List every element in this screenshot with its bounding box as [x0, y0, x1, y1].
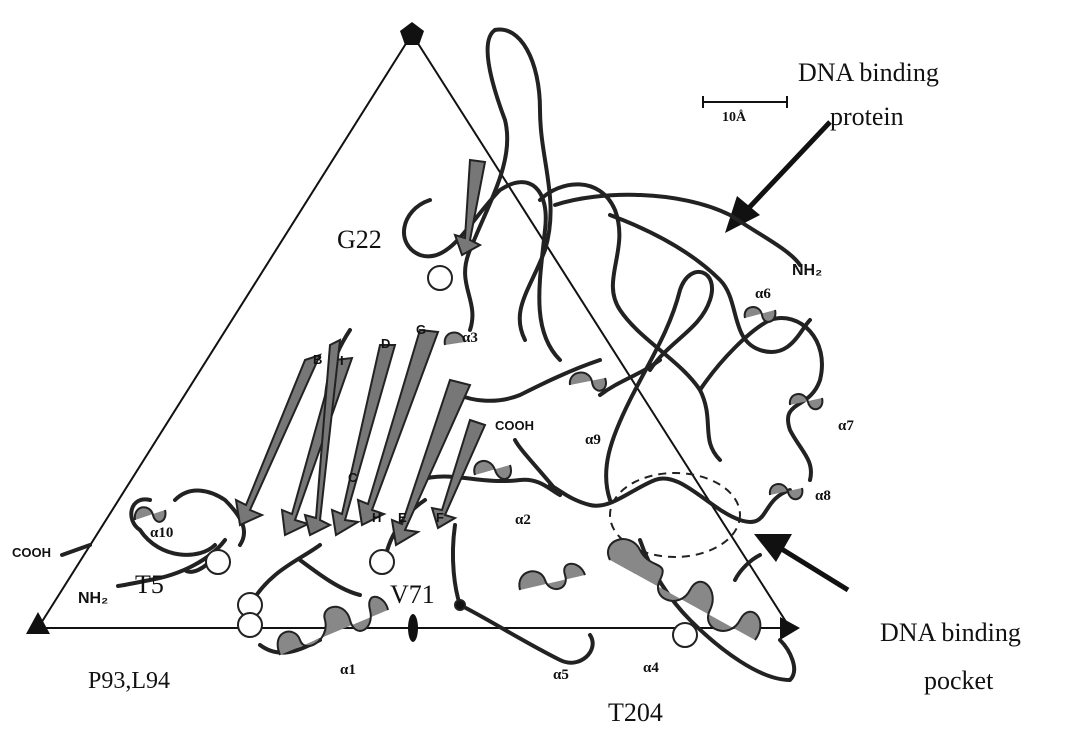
label-cooh-center: COOH	[495, 418, 534, 433]
strand-label-g: G	[416, 322, 426, 337]
label-v71: V71	[390, 580, 435, 610]
helix-label-a8: α8	[815, 488, 831, 505]
scale-bar-label: 10Å	[722, 110, 746, 126]
beta-strands	[236, 160, 485, 545]
helix-label-a2: α2	[515, 512, 531, 529]
strand-label-h: H	[372, 510, 381, 525]
helix-label-a10: α10	[150, 525, 173, 542]
label-g22: G22	[337, 225, 382, 255]
label-nh2-left: NH₂	[78, 590, 108, 608]
helix-label-a1: α1	[340, 662, 356, 679]
strand-label-e: E	[398, 510, 407, 525]
residue-circle-v71	[370, 550, 394, 574]
helix-a9-shape	[570, 373, 606, 391]
label-t5: T5	[135, 570, 164, 600]
helix-a1-shape	[278, 597, 388, 655]
helix-label-a4: α4	[643, 660, 659, 677]
helix-label-a7: α7	[838, 418, 854, 435]
label-t204: T204	[608, 698, 663, 728]
residue-circles	[206, 266, 697, 647]
helix-label-a9: α9	[585, 432, 601, 449]
residue-circle-l94	[238, 613, 262, 637]
strand-label-i: I	[340, 353, 344, 368]
label-dna-binding-pocket-line1: DNA binding	[880, 618, 1021, 648]
helix-a2-shape	[474, 461, 511, 479]
helix-a10-shape	[135, 507, 166, 522]
backbone-loops	[62, 30, 822, 680]
label-dna-binding-protein-line2: protein	[830, 102, 904, 132]
helix-label-a3: α3	[462, 330, 478, 347]
strand-label-f: F	[436, 510, 444, 525]
helix-label-a6: α6	[755, 286, 771, 303]
residue-circle-g22	[428, 266, 452, 290]
label-dna-binding-protein-line1: DNA binding	[798, 58, 939, 88]
helix-label-a5: α5	[553, 667, 569, 684]
residue-circle-t204	[673, 623, 697, 647]
strand-label-c: C	[348, 470, 357, 485]
small-dark-marker	[408, 614, 418, 642]
label-p93-l94: P93,L94	[88, 668, 170, 695]
label-nh2-right: NH₂	[792, 262, 822, 280]
scale-bar	[703, 96, 787, 108]
helix-a6-shape	[745, 307, 776, 322]
strand-label-b: B	[313, 352, 322, 367]
label-dna-binding-pocket-line2: pocket	[924, 666, 993, 696]
strand-label-d: D	[381, 336, 390, 351]
residue-end-dot	[455, 600, 465, 610]
label-cooh-left: COOH	[12, 545, 51, 560]
triangle-marker-right	[780, 617, 800, 640]
residue-circle-t5	[206, 550, 230, 574]
helix-a5-shape	[519, 564, 585, 590]
pentagon-marker	[400, 22, 424, 45]
